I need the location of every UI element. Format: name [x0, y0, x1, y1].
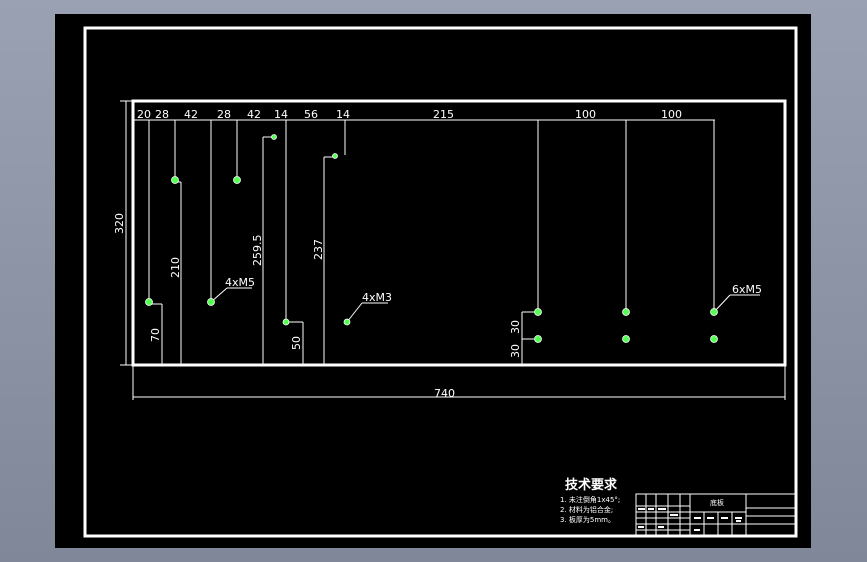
part-outline: [131, 99, 787, 367]
holes: [145, 134, 718, 343]
hole: [271, 134, 277, 140]
hole: [233, 176, 241, 184]
hole: [534, 335, 542, 343]
dim-top-2: 28: [155, 108, 169, 121]
hole: [145, 298, 153, 306]
title-block: 底板: [635, 493, 797, 537]
dim-50: 50: [290, 336, 303, 350]
dim-top-5: 42: [247, 108, 261, 121]
hole: [710, 308, 718, 316]
dim-740: 740: [434, 387, 455, 400]
hole: [534, 308, 542, 316]
dim-320: 320: [113, 213, 126, 234]
callout-4xm3: 4xM3: [362, 291, 392, 304]
hole: [710, 335, 718, 343]
hole: [343, 318, 351, 326]
dim-top-3: 42: [184, 108, 198, 121]
drawing-frame: [83, 26, 798, 538]
dim-30-lower: 30: [509, 344, 522, 358]
part-name: 底板: [710, 498, 724, 507]
hole: [622, 308, 630, 316]
dim-top-6: 14: [274, 108, 288, 121]
top-dimensions: 20 28 42 28 42 14 56 14 215 100 100: [137, 108, 682, 121]
dim-top-4: 28: [217, 108, 231, 121]
dim-30-upper: 30: [509, 320, 522, 334]
dim-70: 70: [149, 328, 162, 342]
extension-lines: [120, 100, 786, 400]
notes-line-2: 2. 材料为铝合金;: [560, 505, 613, 514]
dim-top-7: 56: [304, 108, 318, 121]
hole: [171, 176, 179, 184]
notes-title: 技术要求: [565, 477, 618, 493]
hole: [207, 298, 215, 306]
notes-line-1: 1. 未注倒角1x45°;: [560, 495, 620, 504]
dim-237: 237: [312, 239, 325, 260]
hole: [622, 335, 630, 343]
hole: [332, 153, 338, 159]
technical-notes: 技术要求 1. 未注倒角1x45°; 2. 材料为铝合金; 3. 板厚为5mm。: [560, 477, 620, 524]
dim-top-9: 215: [433, 108, 454, 121]
dim-259-5: 259.5: [251, 235, 264, 267]
hole: [282, 318, 290, 326]
dim-210: 210: [169, 257, 182, 278]
dim-top-11: 100: [661, 108, 682, 121]
dim-top-1: 20: [137, 108, 151, 121]
dim-top-8: 14: [336, 108, 350, 121]
dim-top-10: 100: [575, 108, 596, 121]
callout-6xm5: 6xM5: [732, 283, 762, 296]
callout-4xm5: 4xM5: [225, 276, 255, 289]
drawing-sheet: [55, 14, 811, 548]
vertical-dimensions: 320 210 259.5 237 70 50 30 30: [113, 213, 522, 358]
notes-line-3: 3. 板厚为5mm。: [560, 515, 615, 524]
